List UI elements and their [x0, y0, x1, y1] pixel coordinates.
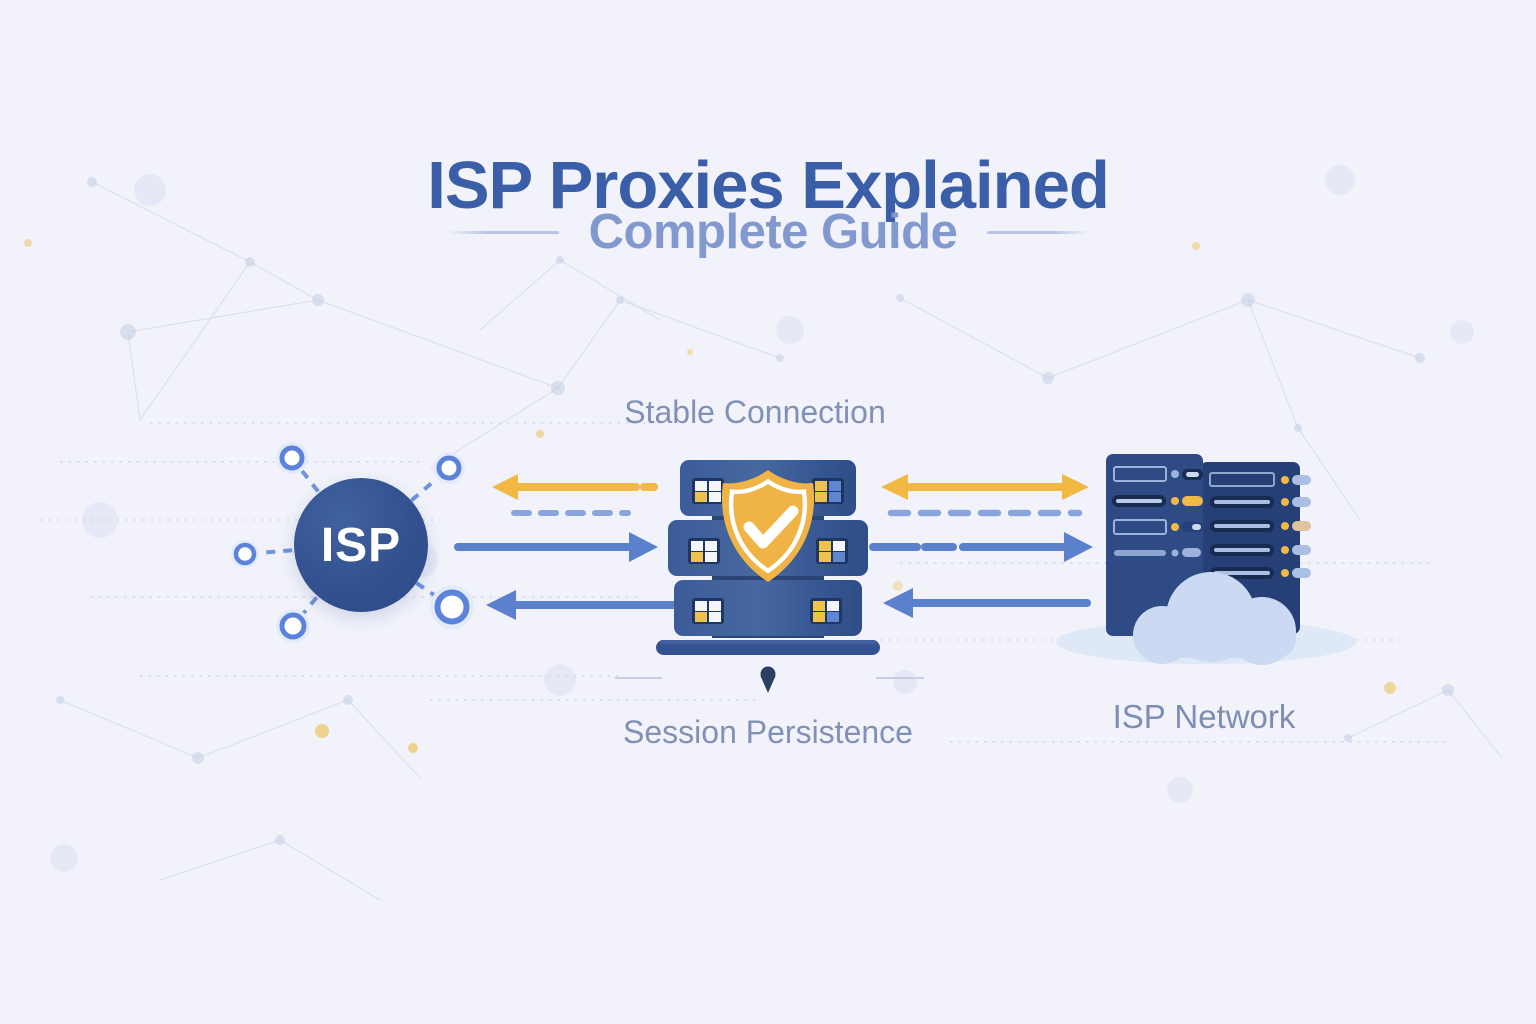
response-arrow-icon	[883, 588, 1091, 618]
network-node-rings	[231, 442, 474, 643]
proxy-indicator-grids	[688, 478, 848, 624]
location-pin-icon	[760, 666, 776, 693]
request-arrow-icon	[869, 532, 1093, 562]
right-flow-arrows	[869, 474, 1093, 618]
left-flow-arrows	[454, 474, 684, 620]
shield-check-icon	[721, 470, 815, 582]
yellow-accent-dots	[24, 239, 1396, 753]
soft-blobs	[50, 165, 1474, 872]
isp-circle-label: ISP	[320, 518, 402, 572]
isp-network-servers	[1056, 454, 1356, 665]
page-subtitle: Complete Guide	[588, 205, 958, 259]
stable-connection-label: Stable Connection	[624, 394, 886, 430]
network-dots	[56, 177, 1454, 845]
cloud-icon	[1133, 572, 1296, 665]
yellow-return-arrow-icon	[492, 474, 658, 500]
proxy-server	[656, 460, 880, 693]
proxy-base	[656, 640, 880, 655]
isp-network-label: ISP Network	[1112, 698, 1296, 735]
request-arrow-icon	[454, 532, 658, 562]
bidirectional-arrow-icon	[881, 474, 1089, 500]
subtitle-row: Complete Guide	[0, 204, 1536, 260]
subtitle-dash-left	[446, 230, 559, 234]
isp-circle: ISP	[294, 478, 428, 612]
subtitle-dash-right	[987, 230, 1090, 234]
session-persistence-label: Session Persistence	[623, 714, 913, 750]
response-arrow-icon	[486, 590, 684, 620]
page-title: ISP Proxies Explained	[427, 147, 1110, 223]
